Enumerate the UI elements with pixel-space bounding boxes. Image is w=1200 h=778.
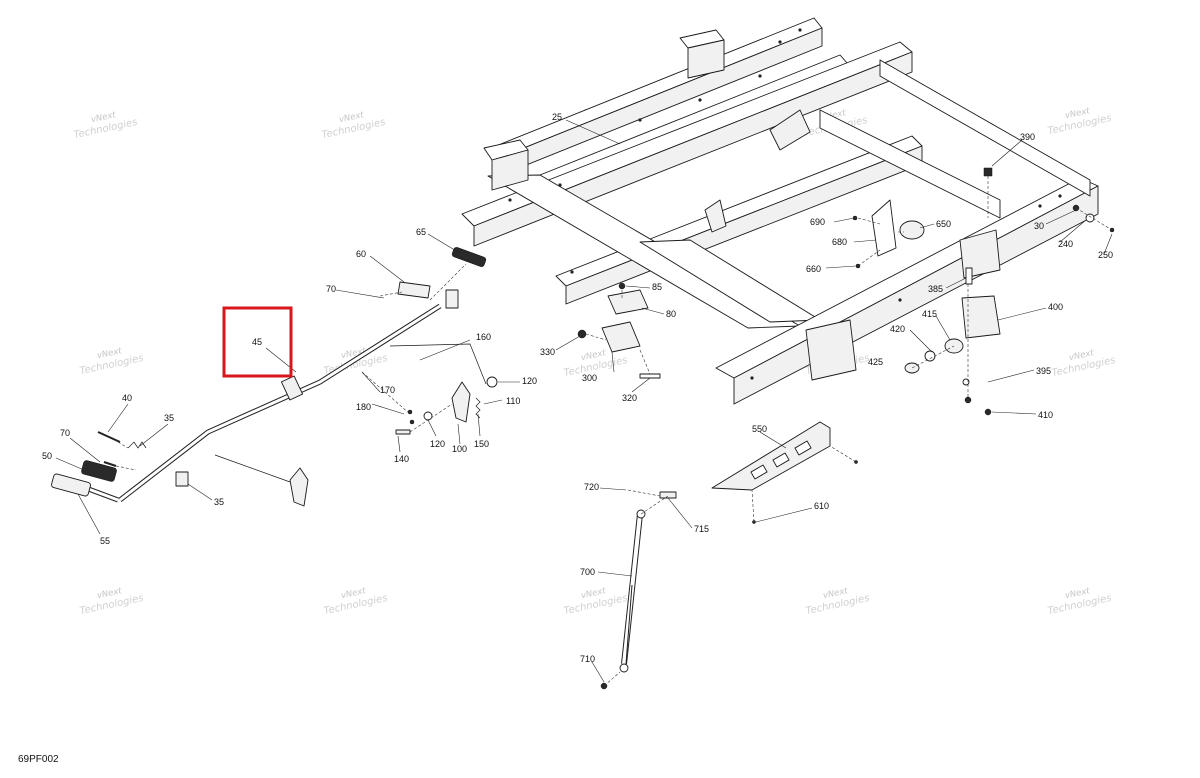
part-label-650[interactable]: 650	[936, 219, 951, 229]
watermark: vNext Technologies	[321, 110, 387, 141]
part-label-660[interactable]: 660	[806, 264, 821, 274]
part-label-80[interactable]: 80	[666, 309, 676, 319]
part-label-425[interactable]: 425	[868, 357, 883, 367]
part-label-140[interactable]: 140	[394, 454, 409, 464]
part-label-410[interactable]: 410	[1038, 410, 1053, 420]
watermark: vNext Technologies	[1047, 106, 1113, 137]
part-label-55[interactable]: 55	[100, 536, 110, 546]
watermark: vNext Technologies	[805, 586, 871, 617]
leader-lines	[55, 119, 1113, 683]
part-label-710[interactable]: 710	[580, 654, 595, 664]
part-label-250[interactable]: 250	[1098, 250, 1113, 260]
part-label-120-lower[interactable]: 120	[430, 439, 445, 449]
watermark: vNext Technologies	[323, 586, 389, 617]
part-label-690[interactable]: 690	[810, 217, 825, 227]
part-label-240[interactable]: 240	[1058, 239, 1073, 249]
part-label-120-right[interactable]: 120	[522, 376, 537, 386]
diagram-reference-code: 69PF002	[18, 754, 59, 765]
part-label-550[interactable]: 550	[752, 424, 767, 434]
part-label-70-top[interactable]: 70	[326, 284, 336, 294]
part-label-385[interactable]: 385	[928, 284, 943, 294]
part-label-320[interactable]: 320	[622, 393, 637, 403]
part-label-420[interactable]: 420	[890, 324, 905, 334]
parts-geometry	[51, 167, 1115, 690]
part-label-170[interactable]: 170	[380, 385, 395, 395]
part-label-715[interactable]: 715	[694, 524, 709, 534]
part-label-85[interactable]: 85	[652, 282, 662, 292]
frame-assembly	[461, 17, 1099, 405]
part-label-150[interactable]: 150	[474, 439, 489, 449]
part-label-70-left[interactable]: 70	[60, 428, 70, 438]
part-label-100[interactable]: 100	[452, 444, 467, 454]
part-label-30[interactable]: 30	[1034, 221, 1044, 231]
dashed-connectors	[115, 207, 1113, 687]
watermark: vNext Technologies	[79, 346, 145, 377]
part-label-400[interactable]: 400	[1048, 302, 1063, 312]
part-label-680[interactable]: 680	[832, 237, 847, 247]
part-label-50[interactable]: 50	[42, 451, 52, 461]
part-label-300[interactable]: 300	[582, 373, 597, 383]
part-label-700[interactable]: 700	[580, 567, 595, 577]
part-label-45[interactable]: 45	[252, 337, 262, 347]
part-label-330[interactable]: 330	[540, 347, 555, 357]
watermark: vNext Technologies	[1047, 586, 1113, 617]
watermark: vNext Technologies	[1051, 348, 1117, 379]
part-label-720[interactable]: 720	[584, 482, 599, 492]
watermark: vNext Technologies	[73, 110, 139, 141]
part-label-65[interactable]: 65	[416, 227, 426, 237]
part-label-390[interactable]: 390	[1020, 132, 1035, 142]
part-labels: 25 390 30 240 250 690 650 680 660 385 40…	[42, 112, 1113, 664]
watermark: vNext Technologies	[563, 586, 629, 617]
part-label-25[interactable]: 25	[552, 112, 562, 122]
part-label-610[interactable]: 610	[814, 501, 829, 511]
part-label-415[interactable]: 415	[922, 309, 937, 319]
part-label-395[interactable]: 395	[1036, 366, 1051, 376]
part-label-35-upper[interactable]: 35	[164, 413, 174, 423]
watermark: vNext Technologies	[79, 586, 145, 617]
part-label-110[interactable]: 110	[506, 396, 520, 406]
part-label-40[interactable]: 40	[122, 393, 132, 403]
part-label-35-lower[interactable]: 35	[214, 497, 224, 507]
part-label-160[interactable]: 160	[476, 332, 491, 342]
highlight-box-part-45	[222, 306, 293, 378]
part-label-60[interactable]: 60	[356, 249, 366, 259]
part-label-180[interactable]: 180	[356, 402, 371, 412]
